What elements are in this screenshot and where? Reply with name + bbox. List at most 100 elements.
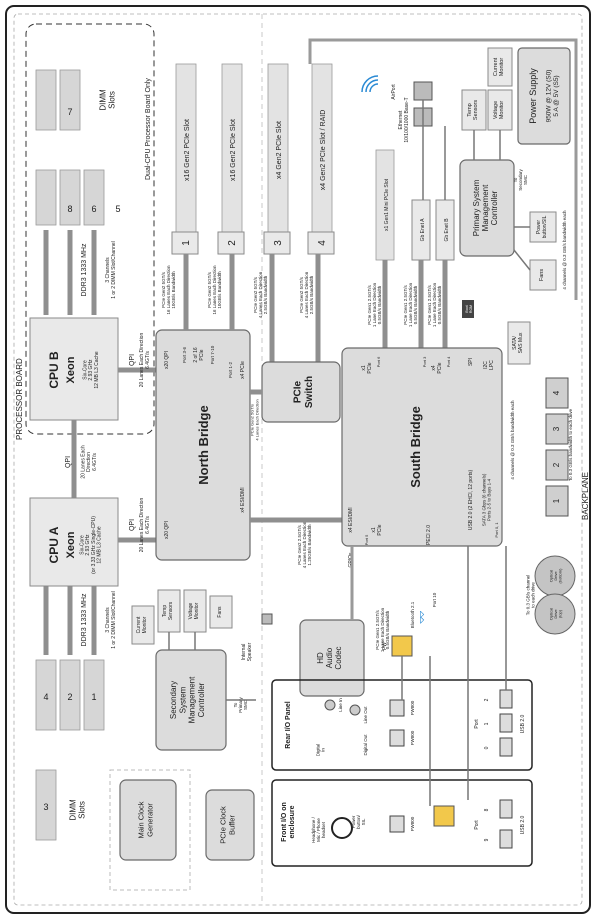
sb-port5: Port 5 bbox=[364, 534, 369, 545]
mini-bw: PCIe Gen1 2.5GT/s1 Lane Each Direction0.… bbox=[367, 282, 382, 327]
fans-label: Fans bbox=[539, 269, 545, 281]
sata-note-mid: 4 channels @ 0.3 GB/s bandwidth each bbox=[510, 400, 515, 480]
boot-rom-label: BootROM bbox=[465, 305, 473, 313]
dimm-slot-bot-d bbox=[35, 769, 57, 841]
sata-note-top: 4 channels @ 0.3 GB/s bandwidth each bbox=[562, 210, 567, 290]
pcie-clock-buffer-box bbox=[205, 789, 255, 861]
temp-sensor-b-label: TempSensors bbox=[162, 601, 174, 620]
drive-bay-4 bbox=[545, 377, 569, 409]
qpi-label-mid: QPI bbox=[65, 456, 72, 468]
enet-a-bw: PCIe Gen1 2.5GT/s1 Lane Each Direction0.… bbox=[403, 282, 418, 327]
airport-label: AirPort bbox=[391, 84, 397, 100]
headphone-label: Headphone /Mic / Phoneheadset bbox=[311, 816, 326, 843]
north-bridge-box bbox=[155, 329, 251, 561]
dimm-top-group: 8 6 5 7 DIMMSlots bbox=[35, 69, 121, 226]
sb-label-esi: x4 ESI/DMI bbox=[348, 507, 354, 532]
qpi-b-label: QPI bbox=[129, 354, 136, 366]
pcie-slot-1-label: x16 Gen2 PCIe Slot bbox=[184, 119, 191, 181]
front-chip-icon bbox=[433, 805, 455, 827]
rear-usb-num-1: 1 bbox=[484, 722, 490, 725]
speaker-label: InternalSpeaker bbox=[241, 642, 253, 661]
power-supply-box bbox=[517, 47, 571, 145]
processor-board-label: PROCESSOR BOARD bbox=[15, 358, 24, 440]
front-usb-label: USB 2.0 bbox=[520, 815, 526, 834]
cpu-b-subtitle: Xeon bbox=[65, 356, 77, 383]
gb-enet-b: Gb Enet B bbox=[444, 218, 450, 242]
pcie-slot-3-label: x4 Gen2 PCIe Slot bbox=[276, 121, 283, 179]
dimm-slot-top-a bbox=[35, 69, 57, 131]
pcie-clock-buffer-label: PCIe ClockBuffer bbox=[219, 806, 237, 844]
voltage-monitor-label: VoltageMonitor bbox=[493, 101, 505, 120]
dimm-num-7: 7 bbox=[67, 107, 72, 117]
fans-box bbox=[529, 259, 557, 291]
power-button-box bbox=[529, 211, 557, 243]
cpu-b: CPU B Xeon Six-Core2.93 GHz12 MB L3 Cach… bbox=[29, 317, 119, 421]
cpu-a-title: CPU A bbox=[47, 526, 61, 563]
pcie-slot-2-label: x16 Gen2 PCIe Slot bbox=[230, 119, 237, 181]
temp-sensor-box bbox=[461, 89, 487, 131]
sb-port01: Port 0, 1 bbox=[494, 522, 499, 538]
temp-sensor-label: TempSensors bbox=[467, 100, 479, 120]
pcie-slot-3-num-box bbox=[263, 231, 291, 255]
cpu-a: CPU A Xeon Six-Core2.93 GHz(or 3.33 GHz … bbox=[29, 497, 119, 587]
pcie-slot-2-num: 2 bbox=[227, 240, 238, 246]
drive-bay-3 bbox=[545, 413, 569, 445]
sb-label-usb: USB 2.0 (2 EHCI, 12 ports) bbox=[468, 470, 474, 531]
drive-bay-2-num: 2 bbox=[552, 462, 561, 467]
front-usb-num-8: 8 bbox=[484, 808, 490, 811]
channels-bottom-label: 3 Channels1 or 2 DIMM Slot/Channel bbox=[105, 591, 117, 649]
smc-primary-box bbox=[459, 159, 515, 257]
front-fw800 bbox=[389, 815, 405, 833]
gb-enet-a: Gb Enet A bbox=[420, 218, 426, 241]
rear-usb-num-2: 2 bbox=[484, 698, 490, 701]
pcie-slot-4: 4 x4 Gen2 PCIe Slot / RAID PCIe Gen2 5GT… bbox=[299, 63, 335, 362]
line-out-jack bbox=[349, 704, 361, 716]
nb-label-esi: x4 ESI/DMI bbox=[240, 487, 246, 512]
ddr-top-label: DDR3 1333 MHz bbox=[81, 243, 88, 296]
line-in-label: Line In bbox=[338, 698, 343, 712]
smc-secondary-title: SecondarySystemManagementController bbox=[169, 676, 206, 723]
sb-label-x1pcie-b: x1PCIe bbox=[371, 524, 383, 535]
current-monitor-label: CurrentMonitor bbox=[493, 57, 505, 76]
dimm-slot-bot-c bbox=[83, 659, 105, 731]
pcie-slot-3-bw: PCIe Gen2 5GT/s4 Lanes Each Direction2.5… bbox=[253, 271, 268, 318]
line-in-jack bbox=[324, 699, 336, 711]
pcie-slot-3: 3 x4 Gen2 PCIe Slot PCIe Gen2 5GT/s4 Lan… bbox=[253, 63, 291, 362]
dimm-slot-top-e bbox=[59, 69, 81, 131]
dimm-num-8: 8 bbox=[67, 204, 72, 214]
audio-codec-title: HDAudioCodec bbox=[316, 646, 343, 669]
nb-label-port36: Port 3-6 bbox=[182, 347, 187, 364]
port10-label: Port 10 bbox=[432, 592, 437, 607]
smc-primary: Primary SystemManagementController bbox=[459, 159, 515, 257]
rear-usb-a bbox=[499, 689, 513, 709]
rear-usb-b bbox=[499, 713, 513, 733]
rear-usb-num-0: 0 bbox=[484, 746, 490, 749]
rear-fw800-b-label: FW800 bbox=[410, 730, 415, 745]
power-button-icon bbox=[331, 817, 353, 839]
enet-b-bw: PCIe Gen1 2.5GT/s1 Lane Each Direction0.… bbox=[427, 282, 442, 327]
sata-note-drive: To 0.3 GB/s bandwidth to each drive bbox=[568, 408, 573, 481]
power-button-front-label: Powerbutton/SIL bbox=[351, 814, 366, 829]
rear-fw800-a bbox=[389, 699, 405, 717]
backplane-label: BACKPLANE bbox=[581, 472, 590, 520]
front-usb-a bbox=[499, 799, 513, 819]
sb-port4: Port 4 bbox=[446, 356, 451, 367]
to-secondary-smc: ToSecondarySMC bbox=[513, 168, 528, 190]
ddr-bottom-label: DDR3 1333 MHz bbox=[81, 593, 88, 646]
sb-label-x4pcie: x4PCIe bbox=[431, 362, 443, 373]
fans-b-box bbox=[209, 595, 233, 629]
smc-secondary: SecondarySystemManagementController bbox=[155, 649, 227, 751]
mini-pcie-label: x1 Gen1 Mini PCIe Slot bbox=[384, 178, 390, 231]
qpi-mid-spec: 20 Lanes EachDirection6.4GT/s bbox=[80, 445, 98, 479]
qpi-a-spec: 20 Lanes Each Direction6.4GT/s bbox=[139, 498, 151, 553]
front-io-panel: Front I/O onenclosure Headphone /Mic / P… bbox=[271, 779, 533, 867]
esi-dmi-spec: PCIe Gen2 2.5GT/s4 Lanes Each Direction1… bbox=[297, 521, 312, 568]
south-bridge: South Bridge x1PCIe x4PCIe SPI I2CLPC x4… bbox=[341, 347, 503, 568]
bluetooth-icon: ᛒ bbox=[418, 609, 426, 625]
current-monitor-b-box bbox=[131, 605, 155, 645]
rear-usb-label: USB 2.0 bbox=[520, 714, 526, 733]
pcie-switch-title: PCIeSwitch bbox=[292, 376, 315, 408]
nb-label-x4pcie: x4 PCIe bbox=[240, 361, 246, 379]
dimm-slot-top-b bbox=[35, 169, 57, 226]
cpu-b-title: CPU B bbox=[47, 351, 61, 389]
